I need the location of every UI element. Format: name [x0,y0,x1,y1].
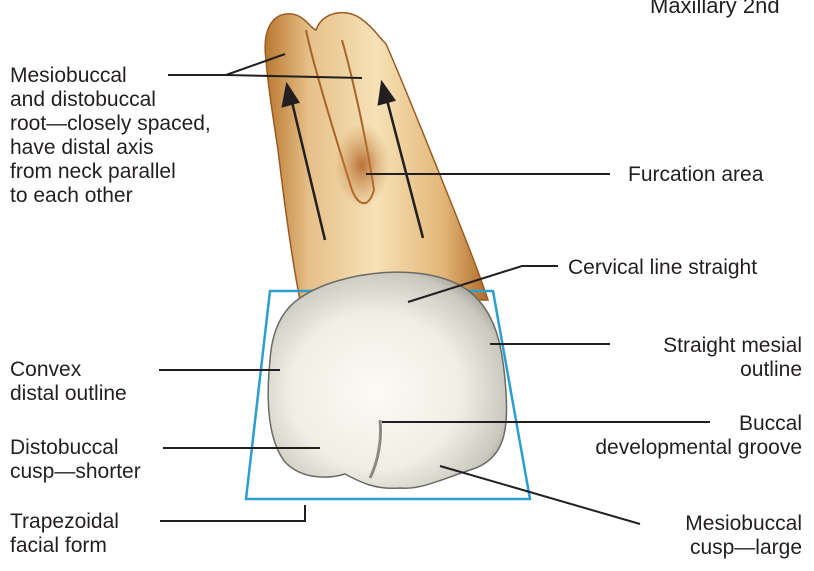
label-mesiobuccal-cusp: Mesiobuccal cusp—large [685,512,802,560]
crown-body [268,272,506,488]
label-cervical-line: Cervical line straight [568,256,757,280]
label-roots: Mesiobuccal and distobuccal root—closely… [10,64,211,208]
label-furcation: Furcation area [628,163,763,187]
label-buccal-groove: Buccal developmental groove [595,412,802,460]
label-distobuccal-cusp: Distobuccal cusp—shorter [10,436,141,484]
label-trapezoidal-form: Trapezoidal facial form [10,510,119,558]
label-mesial-outline: Straight mesial outline [663,334,802,382]
furcation-shading [334,123,390,207]
label-distal-outline: Convex distal outline [10,358,127,406]
